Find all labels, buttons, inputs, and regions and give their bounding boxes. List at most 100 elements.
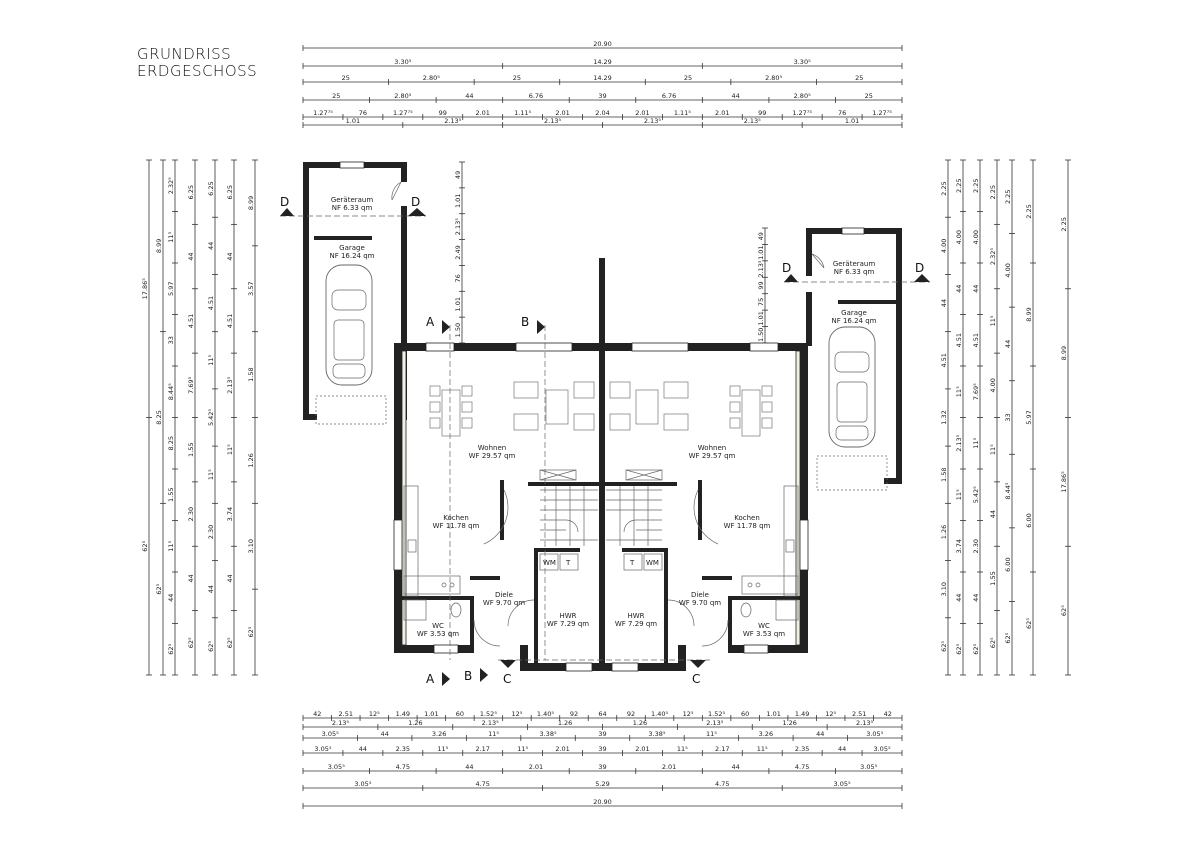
room-area-geraeteraum-right: NF 6.33 qm — [834, 268, 875, 276]
dim-label: 3.05⁵ — [354, 780, 371, 788]
furniture-right — [609, 381, 773, 437]
dim-label: 44 — [207, 242, 215, 250]
dim-label: 2.13⁵ — [955, 434, 963, 451]
dim-label: 11⁵ — [167, 231, 175, 242]
dim-label: 1.52⁵ — [480, 710, 497, 718]
dim-label: 4.00 — [972, 230, 980, 244]
dim-label: 1.52⁵ — [708, 710, 725, 718]
dim-label: 2.04 — [595, 109, 609, 117]
dim-label: 2.30 — [207, 525, 215, 539]
dim-label: 1.49 — [396, 710, 410, 718]
dim-label: 11⁵ — [955, 386, 963, 397]
dim-label: 6.25 — [187, 185, 195, 199]
dim-label: 39 — [598, 730, 606, 738]
dim-label: 17.86⁵ — [1060, 471, 1068, 493]
dim-label: 11⁵ — [989, 444, 997, 455]
section-label-d-left-a: D — [280, 195, 289, 209]
dim-label: 2.51 — [339, 710, 353, 718]
wc-left-fixtures — [403, 599, 462, 621]
dim-label: 44 — [955, 594, 963, 602]
dim-label: 1.55 — [187, 442, 195, 456]
dim-label: 5.29 — [595, 780, 609, 788]
section-label-b-top: B — [521, 315, 529, 329]
dim-label: 25 — [855, 74, 863, 82]
dim-label: 4.75 — [715, 780, 729, 788]
dim-label: 11⁵ — [207, 354, 215, 365]
dim-label: 1.27⁷⁵ — [792, 109, 812, 117]
dim-label: 11⁵ — [517, 745, 528, 753]
dim-label: 44 — [731, 763, 739, 771]
dim-label: 12⁵ — [683, 710, 694, 718]
dim-label: 1.01 — [454, 194, 462, 208]
dim-label: 44 — [465, 763, 473, 771]
dim-label: 4.51 — [972, 333, 980, 347]
dim-label: 99 — [439, 109, 447, 117]
dim-label: 3.26 — [759, 730, 773, 738]
dim-label: 3.05⁵ — [328, 763, 345, 771]
car-right-icon — [828, 326, 876, 448]
dim-label: 2.80⁵ — [423, 74, 440, 82]
room-name-diele-left: Diele — [495, 591, 513, 599]
dim-label: 92 — [570, 710, 578, 718]
dim-label: 4.75 — [475, 780, 489, 788]
section-label-d-right-b: D — [915, 261, 924, 275]
room-name-geraeteraum-left: Geräteraum — [331, 196, 374, 204]
dim-label: 8.99 — [1025, 307, 1033, 321]
dim-label: 4.00 — [989, 378, 997, 392]
dim-label: 2.01 — [662, 763, 676, 771]
dim-label: 2.01 — [475, 109, 489, 117]
dim-label: 3.57 — [247, 282, 255, 296]
dim-label: 1.27⁷⁵ — [393, 109, 413, 117]
dim-label: 33 — [167, 336, 175, 344]
wm-label-left: WM — [543, 559, 556, 567]
dim-label: 2.01 — [635, 745, 649, 753]
dimension-chains-inner: 491.012.13⁵2.49761.011.50491.012.13⁵9975… — [454, 161, 768, 344]
dim-label: 6.25 — [207, 181, 215, 195]
dim-label: 44 — [381, 730, 389, 738]
interior-walls — [402, 480, 800, 666]
dim-label: 44 — [838, 745, 846, 753]
wc-right-fixtures — [740, 599, 799, 621]
dim-label: 2.80⁵ — [394, 92, 411, 100]
dim-label: 2.17 — [475, 745, 489, 753]
dim-label: 3.38⁵ — [539, 730, 556, 738]
room-labels: Geräteraum NF 6.33 qm Garage NF 16.24 qm… — [329, 196, 876, 638]
dim-label: 44 — [359, 745, 367, 753]
dim-label: 4.00 — [955, 230, 963, 244]
dim-label: 1.55 — [167, 488, 175, 502]
dim-label: 4.51 — [940, 353, 948, 367]
dim-label: 62⁵ — [226, 637, 234, 648]
dim-label: 12⁵ — [511, 710, 522, 718]
dim-label: 4.51 — [955, 333, 963, 347]
dim-label: 2.25 — [940, 181, 948, 195]
dim-label: 64 — [598, 710, 606, 718]
dim-label: 8.99 — [155, 239, 163, 253]
dim-label: 25 — [684, 74, 692, 82]
stairs-right — [606, 469, 663, 546]
t-label-right: T — [629, 559, 635, 567]
door-swings — [473, 489, 729, 647]
dim-label: 2.17 — [715, 745, 729, 753]
dim-label: 1.01 — [757, 311, 765, 325]
dim-label: 2.30 — [972, 539, 980, 553]
dim-label: 8.44⁵ — [1004, 482, 1012, 499]
dim-label: 1.55 — [989, 571, 997, 585]
dim-label: 44 — [972, 594, 980, 602]
dim-label: 3.26 — [432, 730, 446, 738]
dim-label: 11⁵ — [955, 489, 963, 500]
dim-label: 62⁵ — [1060, 605, 1068, 616]
section-label-c-right: C — [692, 672, 700, 686]
dim-label: 62⁵ — [1004, 632, 1012, 643]
dim-label: 25 — [865, 92, 873, 100]
room-area-garage-left: NF 16.24 qm — [329, 252, 374, 260]
dim-label: 2.13⁵ — [454, 218, 462, 235]
dim-label: 3.10 — [940, 582, 948, 596]
dim-label: 20.90 — [593, 40, 612, 48]
dim-label: 1.58 — [247, 367, 255, 381]
dim-label: 44 — [226, 252, 234, 260]
room-area-wc-left: WF 3.53 qm — [417, 630, 459, 638]
dim-label: 42 — [313, 710, 321, 718]
dim-label: 39 — [598, 92, 606, 100]
hwr-appliances-right: T WM — [623, 553, 663, 571]
